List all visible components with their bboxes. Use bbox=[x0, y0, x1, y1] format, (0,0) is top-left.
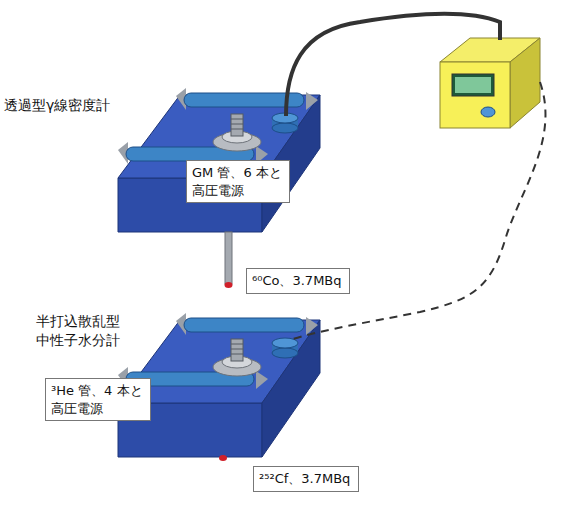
source-tip bbox=[225, 282, 233, 288]
source-rod bbox=[225, 232, 232, 284]
display bbox=[452, 74, 494, 96]
display-screen bbox=[455, 77, 491, 93]
density-gauge bbox=[118, 88, 320, 232]
device-title: 半打込散乱型 中性子水分計 bbox=[36, 312, 124, 350]
source-tip bbox=[219, 455, 227, 461]
cable bbox=[286, 14, 500, 116]
device-title: 透過型γ線密度計 bbox=[4, 96, 204, 115]
readout-side bbox=[510, 38, 540, 128]
readout-unit bbox=[440, 62, 510, 128]
callout-box: ²⁵²Cf、3.7MBq bbox=[253, 466, 359, 492]
callout-text: ³He 管、4 本と 高圧電源 bbox=[51, 382, 145, 417]
button bbox=[481, 107, 495, 117]
callout-box: GM 管、6 本と 高圧電源 bbox=[186, 160, 290, 203]
wireless-link bbox=[290, 82, 545, 340]
callout-box: ³He 管、4 本と 高圧電源 bbox=[45, 378, 151, 421]
callout-box: ⁶⁰Co、3.7MBq bbox=[246, 268, 350, 294]
callout-text: ²⁵²Cf、3.7MBq bbox=[259, 470, 353, 488]
callout-text: GM 管、6 本と 高圧電源 bbox=[192, 164, 284, 199]
callout-text: ⁶⁰Co、3.7MBq bbox=[252, 272, 344, 290]
